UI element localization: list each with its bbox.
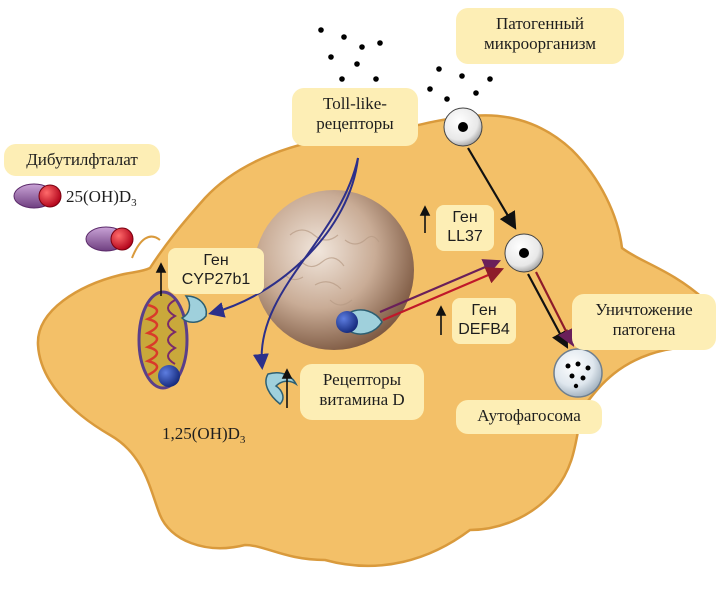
pathogen-label-line1: Патогенный: [495, 14, 585, 33]
gene-cyp27b1-word: Ген: [203, 252, 229, 269]
pathogen-destruction-label: Уничтожение патогена: [572, 294, 716, 350]
vitd25-sub: 3: [131, 197, 137, 209]
vitd25-main: 25(OH)D: [66, 187, 132, 206]
engulfed-pathogen: [504, 233, 544, 273]
calcitriol-molecule: [158, 365, 180, 387]
gene-ll37-label: Ген LL37: [436, 205, 494, 251]
mitochondrion: [137, 290, 189, 390]
vdr-to-ll37-arrow-1: [379, 259, 502, 314]
vitd25-molecule-outer: [13, 183, 62, 209]
gene-defb4-label: Ген DEFB4: [452, 298, 516, 344]
tlr-to-vdr-arrow: [252, 157, 359, 370]
pathogen-microorganism: [443, 107, 483, 147]
gene-ll37-name: LL37: [447, 228, 483, 245]
engulf-to-auto-arrow-2: [535, 271, 574, 347]
tlr-label: Toll-like- рецепторы: [292, 88, 418, 146]
pathogen-particles: [318, 27, 493, 102]
autophagosome: [553, 348, 603, 398]
tlr-label-line2: рецепторы: [316, 114, 394, 133]
vdr-label: Рецепторы витамина D: [300, 364, 424, 420]
gene-defb4-name: DEFB4: [458, 321, 510, 338]
vdr-label-line1: Рецепторы: [322, 370, 402, 389]
destruction-line2: патогена: [612, 320, 676, 339]
gene-defb4-word: Ген: [471, 302, 497, 319]
tlr-label-line1: Toll-like-: [323, 94, 387, 113]
pathogen-entry-arrow: [467, 147, 517, 230]
vdr-complex-nucleus: [336, 309, 383, 335]
vdr-label-line2: витамина D: [319, 390, 405, 409]
pathogen-label-line2: микроорганизм: [483, 34, 597, 53]
calcitriol-main: 1,25(OH)D: [162, 424, 240, 443]
dibutylphthalate-text: Дибутилфталат: [26, 150, 138, 169]
calcitriol-sub: 3: [239, 434, 246, 446]
destruction-line1: Уничтожение: [595, 300, 693, 319]
dibutylphthalate-label: Дибутилфталат: [4, 144, 160, 176]
nucleus: [254, 190, 414, 350]
gene-ll37-word: Ген: [452, 209, 478, 226]
vdr-to-ll37-arrow-2: [382, 267, 505, 322]
autophagosome-text: Аутофагосома: [477, 406, 581, 425]
macrophage-cell: [36, 114, 712, 568]
gene-cyp27b1-name: CYP27b1: [181, 271, 251, 288]
vitd25-label: 25(OH)D3: [66, 187, 137, 213]
vitd25-molecule-entering: [85, 226, 134, 252]
calcitriol-label: 1,25(OH)D3: [162, 424, 245, 450]
pathogen-label: Патогенный микроорганизм: [456, 8, 624, 64]
autophagosome-label: Аутофагосома: [456, 400, 602, 434]
cyp27b1-enzyme: [180, 295, 208, 323]
gene-cyp27b1-label: Ген CYP27b1: [168, 248, 264, 294]
